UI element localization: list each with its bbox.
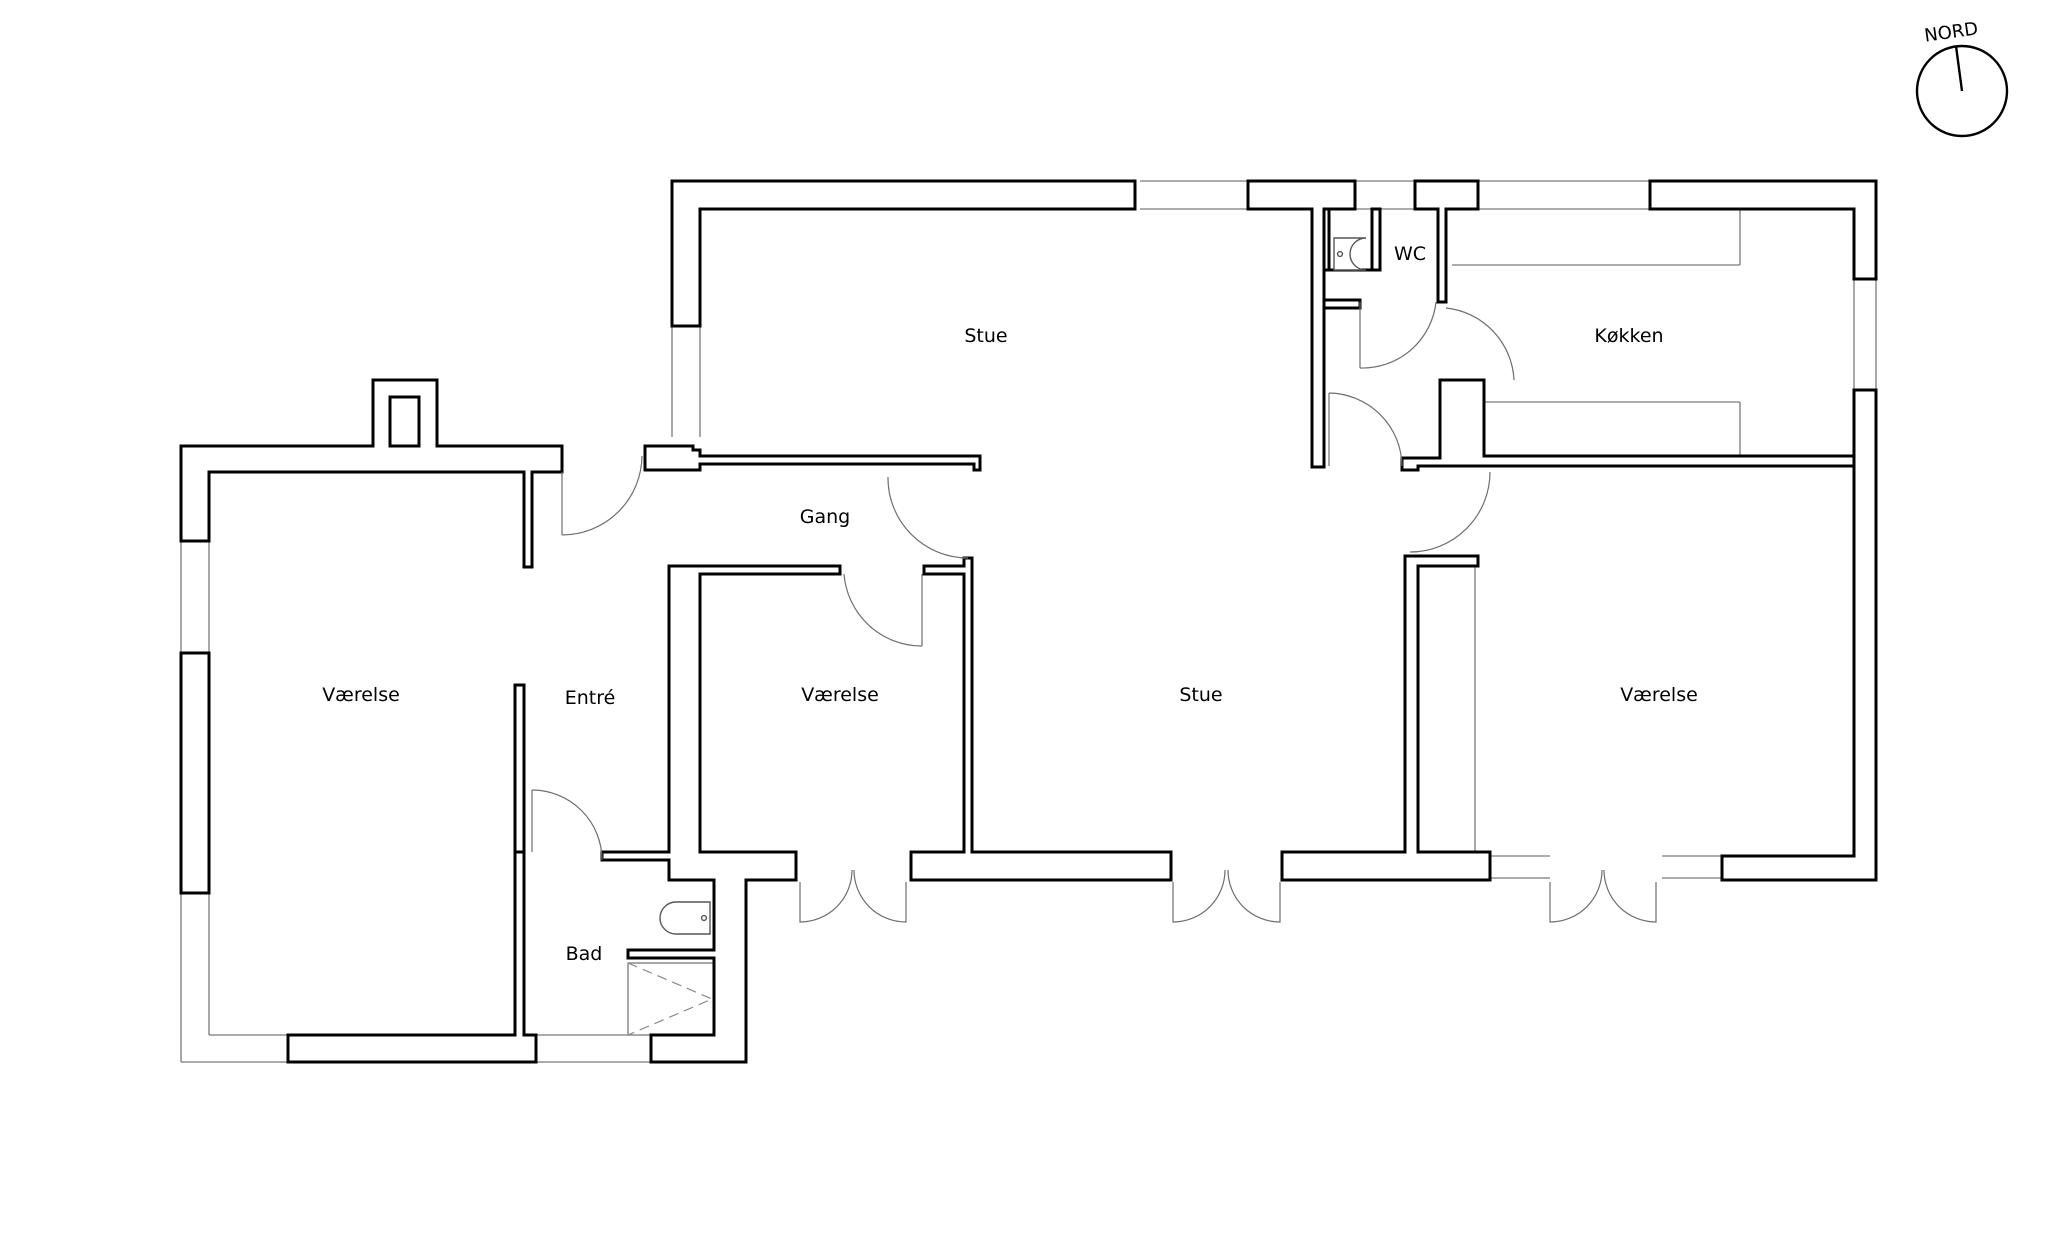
room-label-vaerelse-mid: Værelse — [801, 684, 879, 706]
compass-label: NORD — [1923, 18, 1979, 46]
room-label-kokken: Køkken — [1594, 325, 1663, 347]
room-label-gang: Gang — [800, 506, 850, 528]
doors — [531, 301, 1657, 923]
room-label-vaerelse-west: Værelse — [322, 684, 400, 706]
room-label-bad: Bad — [566, 943, 603, 965]
room-label-entre: Entré — [565, 687, 616, 709]
walls — [179, 179, 1878, 1064]
room-label-stue-north: Stue — [964, 325, 1007, 347]
window-lines — [180, 180, 1877, 1063]
compass-icon: NORD — [1915, 18, 2009, 138]
toilet-wc-icon — [1333, 237, 1367, 271]
room-label-stue-south: Stue — [1179, 684, 1222, 706]
room-labels: Stue WC Køkken Gang Værelse Entré Værels… — [322, 243, 1698, 965]
room-label-vaerelse-east: Værelse — [1620, 684, 1698, 706]
toilet-bad-icon — [659, 901, 711, 935]
room-label-wc: WC — [1394, 243, 1426, 265]
